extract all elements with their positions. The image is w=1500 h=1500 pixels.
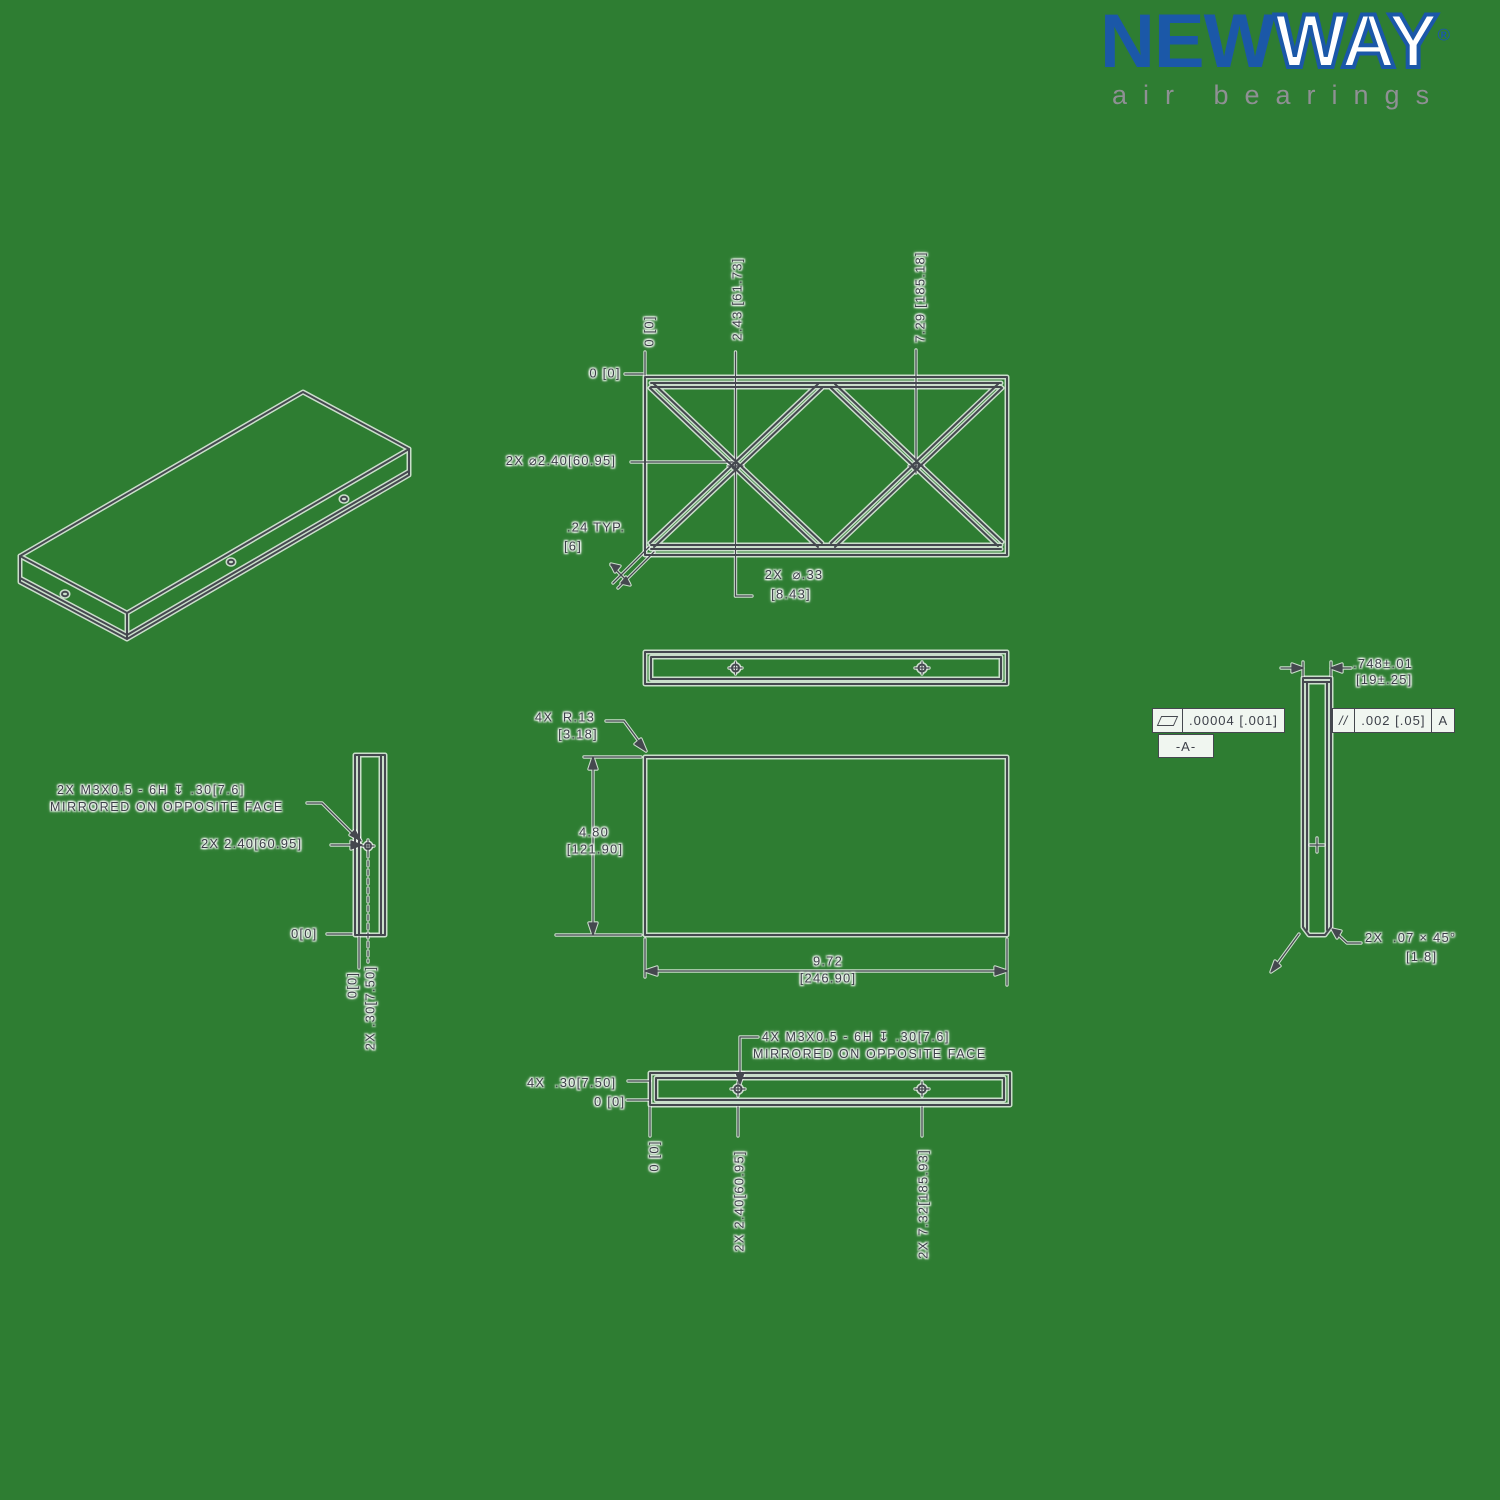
left-thread-note-line1: 2X M3X0.5 - 6H ↧ .30[7.6] [57, 783, 246, 797]
top-ordinate-y0-label: 0 [0] [589, 365, 621, 381]
bottom-ordinate-2-label: 2X 7.32[185.93] [915, 1149, 931, 1259]
width-dim-label: 9.72 [812, 953, 844, 969]
parallelism-control-frame: // .002 [.05] A [1332, 708, 1456, 733]
left-zero-label: 0[0] [291, 926, 318, 941]
flatness-value-cell: .00004 [.001] [1182, 709, 1284, 732]
bottom-thread-note-line1: 4X M3X0.5 - 6H ↧ .30[7.6] [762, 1030, 951, 1044]
registered-mark: ® [1437, 25, 1450, 45]
parallelism-value-cell: .002 [.05] [1354, 709, 1431, 732]
parallelism-datum-ref-cell: A [1431, 709, 1454, 732]
orifice-diameter-label: 2X ⌀.33 [764, 567, 824, 582]
geometry-ink-thick [19, 376, 1332, 1106]
bottom-thread-note-line2: MIRRORED ON OPPOSITE FACE [753, 1047, 987, 1061]
bottom-offset-label: 4X .30[7.50] [527, 1075, 617, 1090]
thickness-label: .748±.01 [1353, 656, 1414, 671]
height-dim-label: 4.80 [578, 824, 610, 840]
left-ordinate-offset-label: 2X .30[7.50] [362, 965, 378, 1051]
left-hole-position-label: 2X 2.40[60.95] [201, 836, 303, 851]
top-ordinate-x1-label: 2.43 [61.73] [729, 257, 745, 341]
bottom-zero-label: 0 [0] [594, 1094, 626, 1109]
orifice-diameter-mm-label: [8.43] [771, 586, 811, 602]
newway-wordmark: NEWWAY® [1100, 2, 1480, 82]
flatness-symbol-cell [1153, 709, 1182, 732]
bottom-ordinate-zero-label: 0 [0] [646, 1140, 662, 1172]
flatness-parallelogram-icon [1156, 715, 1179, 726]
geometry-halo-thick [20, 377, 1331, 1105]
chamfer-mm-label: [1.8] [1406, 949, 1438, 964]
groove-width-mm-label: [6] [563, 538, 583, 554]
corner-radius-label: 4X R.13 [534, 709, 596, 725]
height-dim-mm-label: [121.90] [566, 841, 624, 857]
width-dim-mm-label: [246.90] [799, 970, 857, 986]
bottom-ordinate-1-label: 2X 2.40[60.95] [731, 1150, 747, 1252]
logo-way-text: WAY [1272, 0, 1440, 84]
top-ordinate-x0-label: 0 [0] [641, 315, 657, 347]
groove-width-label: .24 TYP. [566, 519, 626, 535]
datum-a-box: -A- [1158, 734, 1214, 758]
chamfer-label: 2X .07 × 45° [1365, 930, 1457, 945]
newway-logo: NEWWAY® air bearings [1100, 2, 1480, 111]
logo-tagline: air bearings [1112, 80, 1446, 110]
corner-radius-mm-label: [3.18] [558, 726, 598, 742]
top-center-diameter-label: 2X ⌀2.40[60.95] [505, 453, 617, 468]
thickness-mm-label: [19±.25] [1356, 672, 1413, 687]
logo-new-text: NEW [1100, 0, 1275, 84]
left-ordinate-zero-label: 0[0] [344, 971, 360, 999]
parallelism-symbol-icon: // [1339, 713, 1349, 728]
left-thread-note-line2: MIRRORED ON OPPOSITE FACE [50, 800, 284, 814]
top-ordinate-x2-label: 7.29 [185.18] [912, 251, 928, 343]
flatness-control-frame: .00004 [.001] [1152, 708, 1285, 733]
